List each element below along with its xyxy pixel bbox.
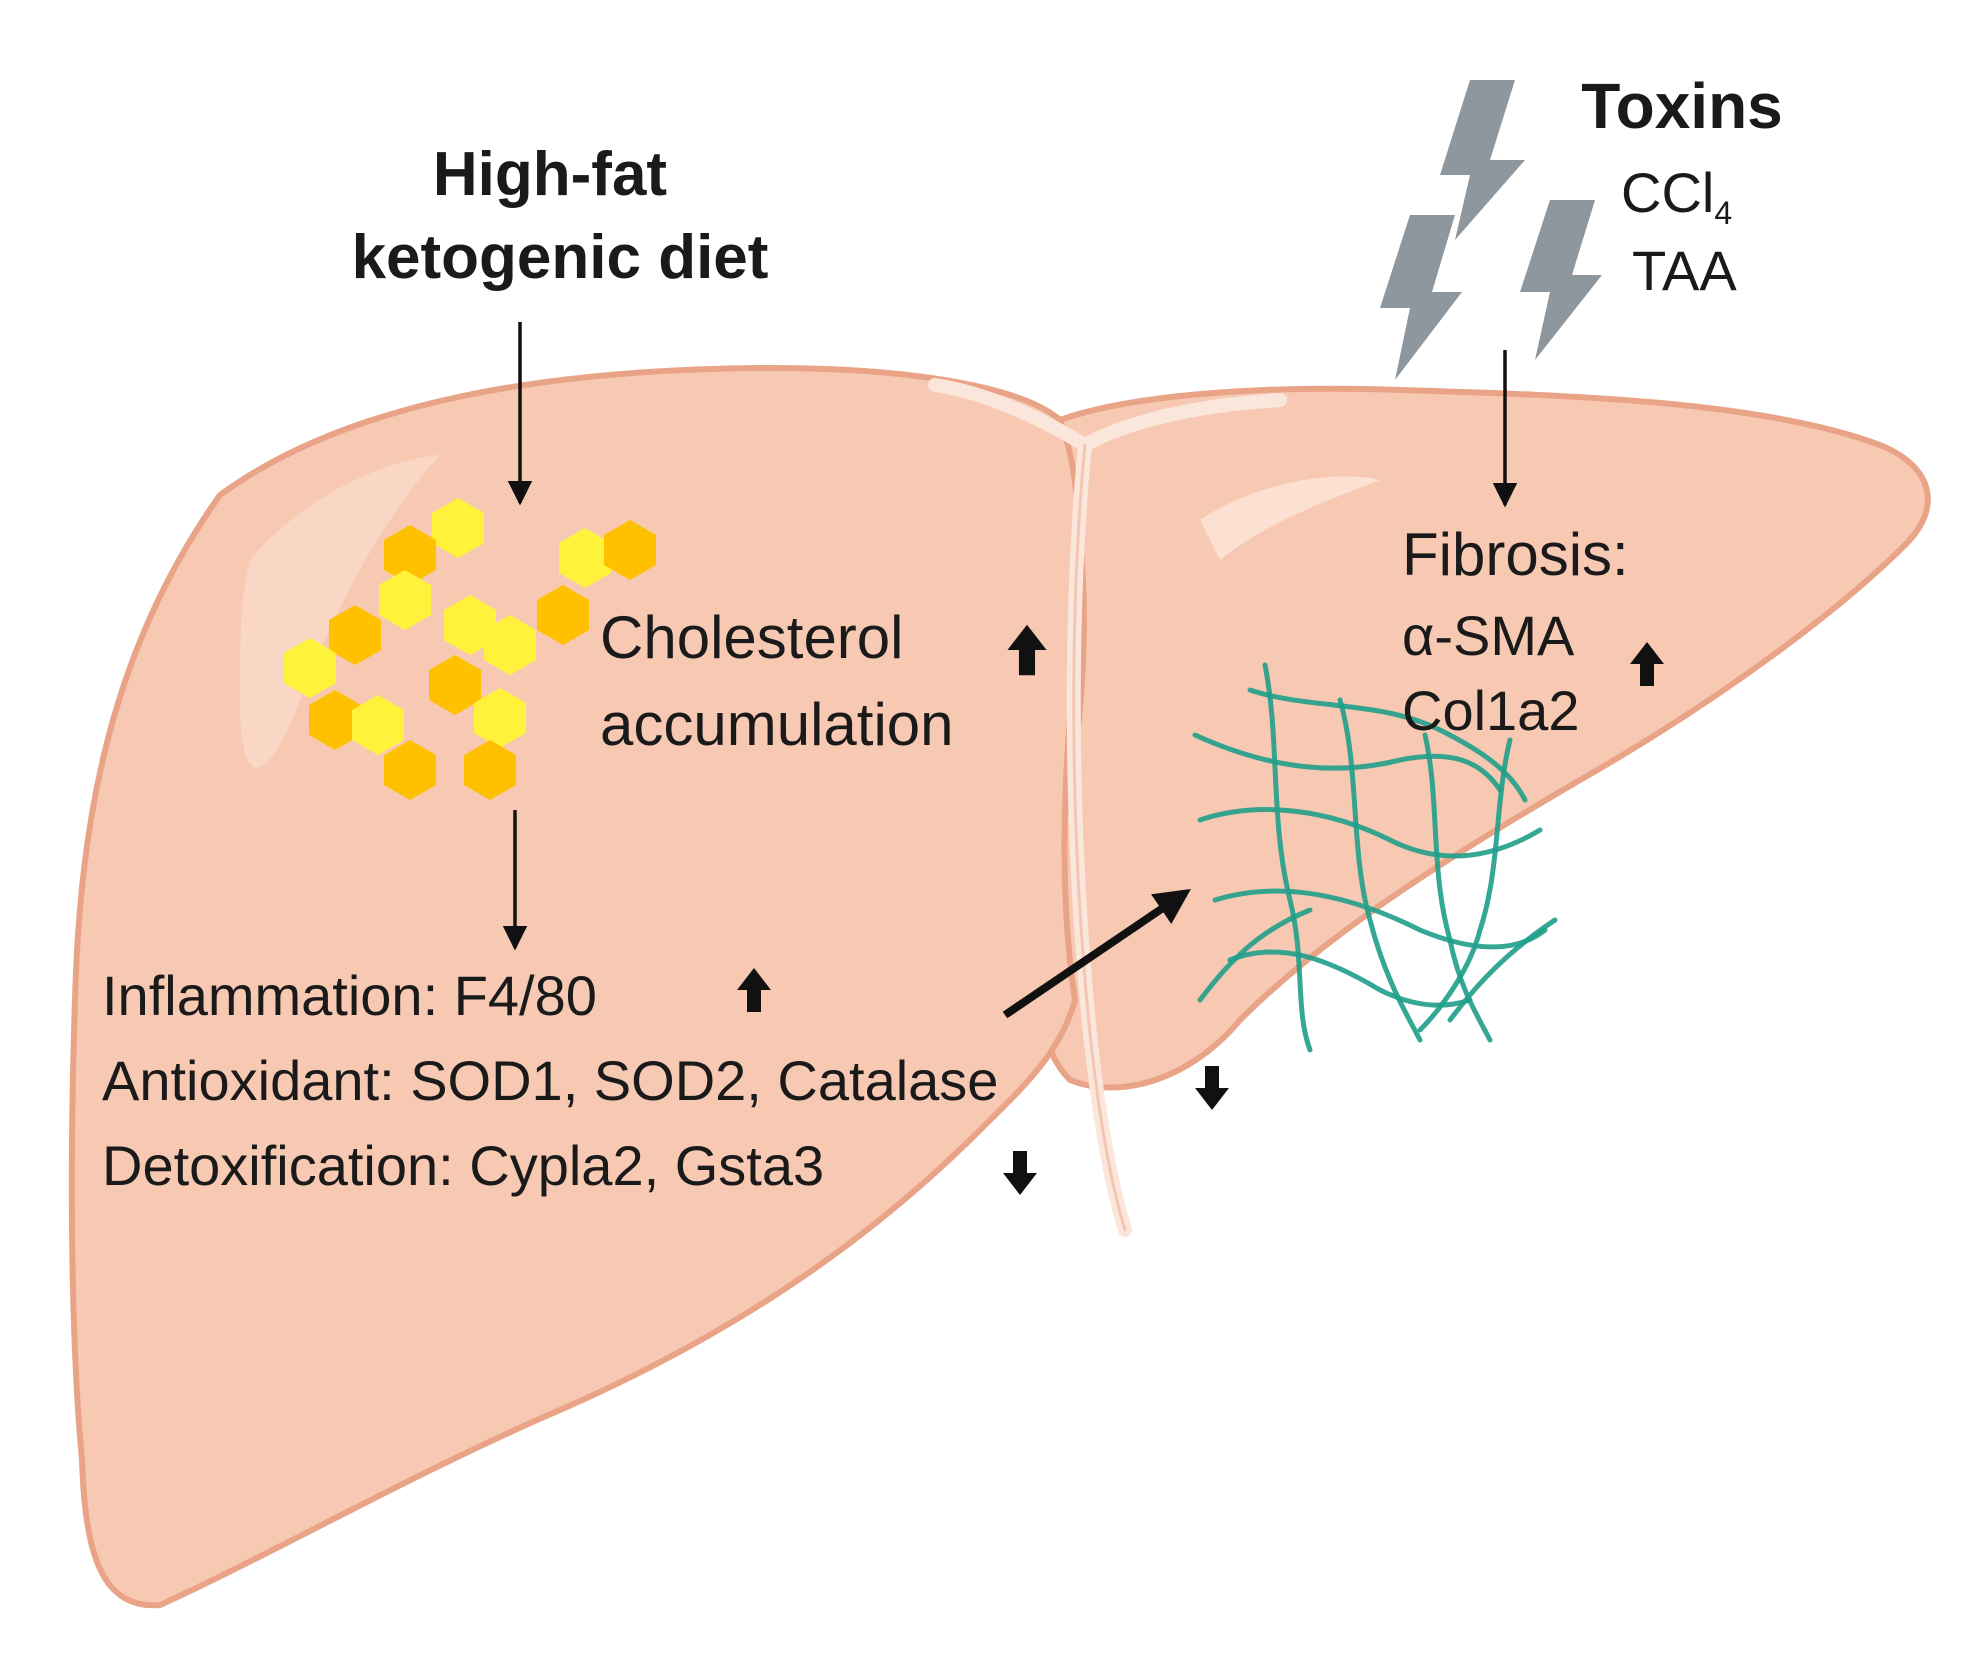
fat-droplet — [384, 740, 436, 800]
inflammation-label: Inflammation: F4/80 — [102, 964, 597, 1027]
fat-droplet — [379, 570, 431, 630]
fat-droplet — [384, 525, 436, 585]
toxin-bolts — [1380, 80, 1602, 380]
fiber-strand — [1337, 697, 1423, 1043]
fibrosis-title: Fibrosis: — [1402, 521, 1629, 588]
down-arrow-icon — [1195, 1066, 1229, 1110]
down-arrow-icon — [1003, 1151, 1037, 1195]
fiber-strand — [1247, 687, 1528, 803]
antioxidant-label: Antioxidant: SOD1, SOD2, Catalase — [102, 1049, 998, 1112]
fiber-strand — [1212, 888, 1548, 950]
right-lobe-highlight — [1200, 476, 1380, 560]
fat-droplet — [284, 638, 336, 698]
lightning-bolt-icon — [1520, 200, 1602, 360]
fat-droplet — [464, 740, 516, 800]
fat-droplet — [429, 655, 481, 715]
fiber-strand — [1262, 662, 1313, 1053]
cholesterol-label-line1: Cholesterol — [600, 604, 904, 671]
fibrosis-fibers — [1192, 662, 1558, 1053]
cholesterol-label-line2: accumulation — [600, 691, 954, 758]
fiber-strand — [1197, 807, 1543, 859]
fat-droplet — [329, 605, 381, 665]
toxin-taa: TAA — [1632, 239, 1737, 302]
fat-droplet — [352, 695, 404, 755]
fibrosis-marker-asma: α-SMA — [1402, 604, 1575, 667]
toxins-title: Toxins — [1581, 70, 1783, 142]
fat-droplet — [474, 688, 526, 748]
lightning-bolt-icon — [1380, 215, 1462, 380]
flow-arrows — [502, 322, 1518, 1019]
fiber-strand — [1227, 949, 1473, 1008]
lightning-bolt-icon — [1440, 80, 1525, 240]
fibrosis-marker-col1a2: Col1a2 — [1402, 679, 1579, 742]
left-lobe-highlight — [240, 455, 440, 768]
detox-label: Detoxification: Cypla2, Gsta3 — [102, 1134, 824, 1197]
fiber-strand — [1447, 917, 1558, 1023]
diet-label-line2: ketogenic diet — [352, 223, 769, 292]
fat-droplet — [444, 595, 496, 655]
fat-droplet — [309, 690, 361, 750]
fiber-strand — [1192, 732, 1503, 793]
cholesterol-droplets — [284, 498, 656, 800]
fat-droplet — [537, 585, 589, 645]
fat-droplet — [432, 498, 484, 558]
labels: High-fat ketogenic diet Toxins CCl4 TAA … — [102, 70, 1783, 1197]
fiber-strand — [1422, 732, 1493, 1043]
fat-droplet — [604, 520, 656, 580]
diet-label-line1: High-fat — [433, 140, 667, 209]
fiber-strand — [1197, 907, 1313, 1003]
to-fibrosis-arrow — [1002, 888, 1191, 1019]
toxin-ccl4: CCl4 — [1621, 161, 1732, 231]
fat-droplet — [484, 615, 536, 675]
fat-droplet — [559, 528, 611, 588]
